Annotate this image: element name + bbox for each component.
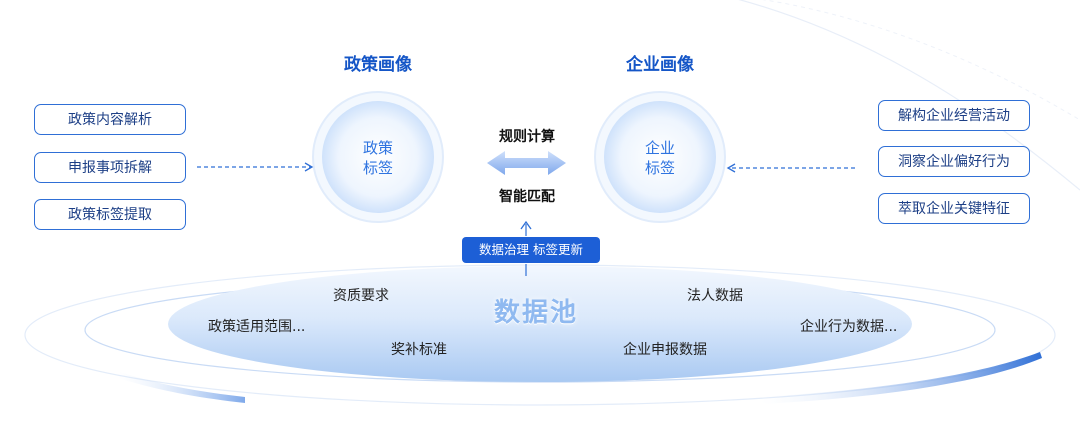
pool-item: 奖补标准 bbox=[391, 342, 447, 358]
bg-arc-top-right bbox=[738, 0, 1080, 191]
enterprise-source-box: 解构企业经营活动 bbox=[878, 100, 1030, 131]
policy-source-box: 申报事项拆解 bbox=[34, 152, 186, 183]
pool-item: 法人数据 bbox=[687, 288, 743, 304]
policy-circle-inner bbox=[322, 101, 434, 213]
policy-tag-label-line: 标签 bbox=[362, 159, 393, 177]
pool-item: 政策适用范围... bbox=[208, 319, 306, 335]
pool-item: 企业行为数据... bbox=[800, 319, 898, 335]
smart-matching-label: 智能匹配 bbox=[499, 189, 555, 205]
policy-source-box: 政策标签提取 bbox=[34, 199, 186, 230]
policy-tag-label-line: 政策 bbox=[362, 139, 393, 157]
rule-calculation-label: 规则计算 bbox=[499, 129, 555, 145]
enterprise-source-box: 萃取企业关键特征 bbox=[878, 193, 1030, 224]
policy-profile-title: 政策画像 bbox=[344, 55, 412, 75]
enterprise-tag-label-line: 企业 bbox=[644, 139, 675, 157]
enterprise-tag-label-line: 标签 bbox=[644, 159, 675, 177]
policy-source-box: 政策内容解析 bbox=[34, 104, 186, 135]
pool-left-accent-arc bbox=[118, 372, 245, 403]
double-arrow-icon bbox=[487, 151, 566, 175]
pool-item: 企业申报数据 bbox=[623, 342, 707, 358]
enterprise-circle-inner bbox=[604, 101, 716, 213]
up-arrow-icon bbox=[520, 220, 532, 230]
enterprise-tag-label: 企业 标签 bbox=[620, 138, 700, 178]
bg-arc-dashed bbox=[762, 0, 1080, 121]
enterprise-source-box: 洞察企业偏好行为 bbox=[878, 146, 1030, 177]
pool-outer-ring bbox=[24, 264, 1056, 406]
policy-tag-label: 政策 标签 bbox=[338, 138, 418, 178]
data-governance-badge: 数据治理 标签更新 bbox=[462, 237, 600, 263]
pool-right-accent-arc bbox=[760, 352, 1042, 404]
data-pool-title: 数据池 bbox=[494, 298, 579, 328]
data-pool-ellipse bbox=[168, 266, 912, 382]
enterprise-profile-title: 企业画像 bbox=[626, 55, 694, 75]
pool-item: 资质要求 bbox=[333, 288, 389, 304]
